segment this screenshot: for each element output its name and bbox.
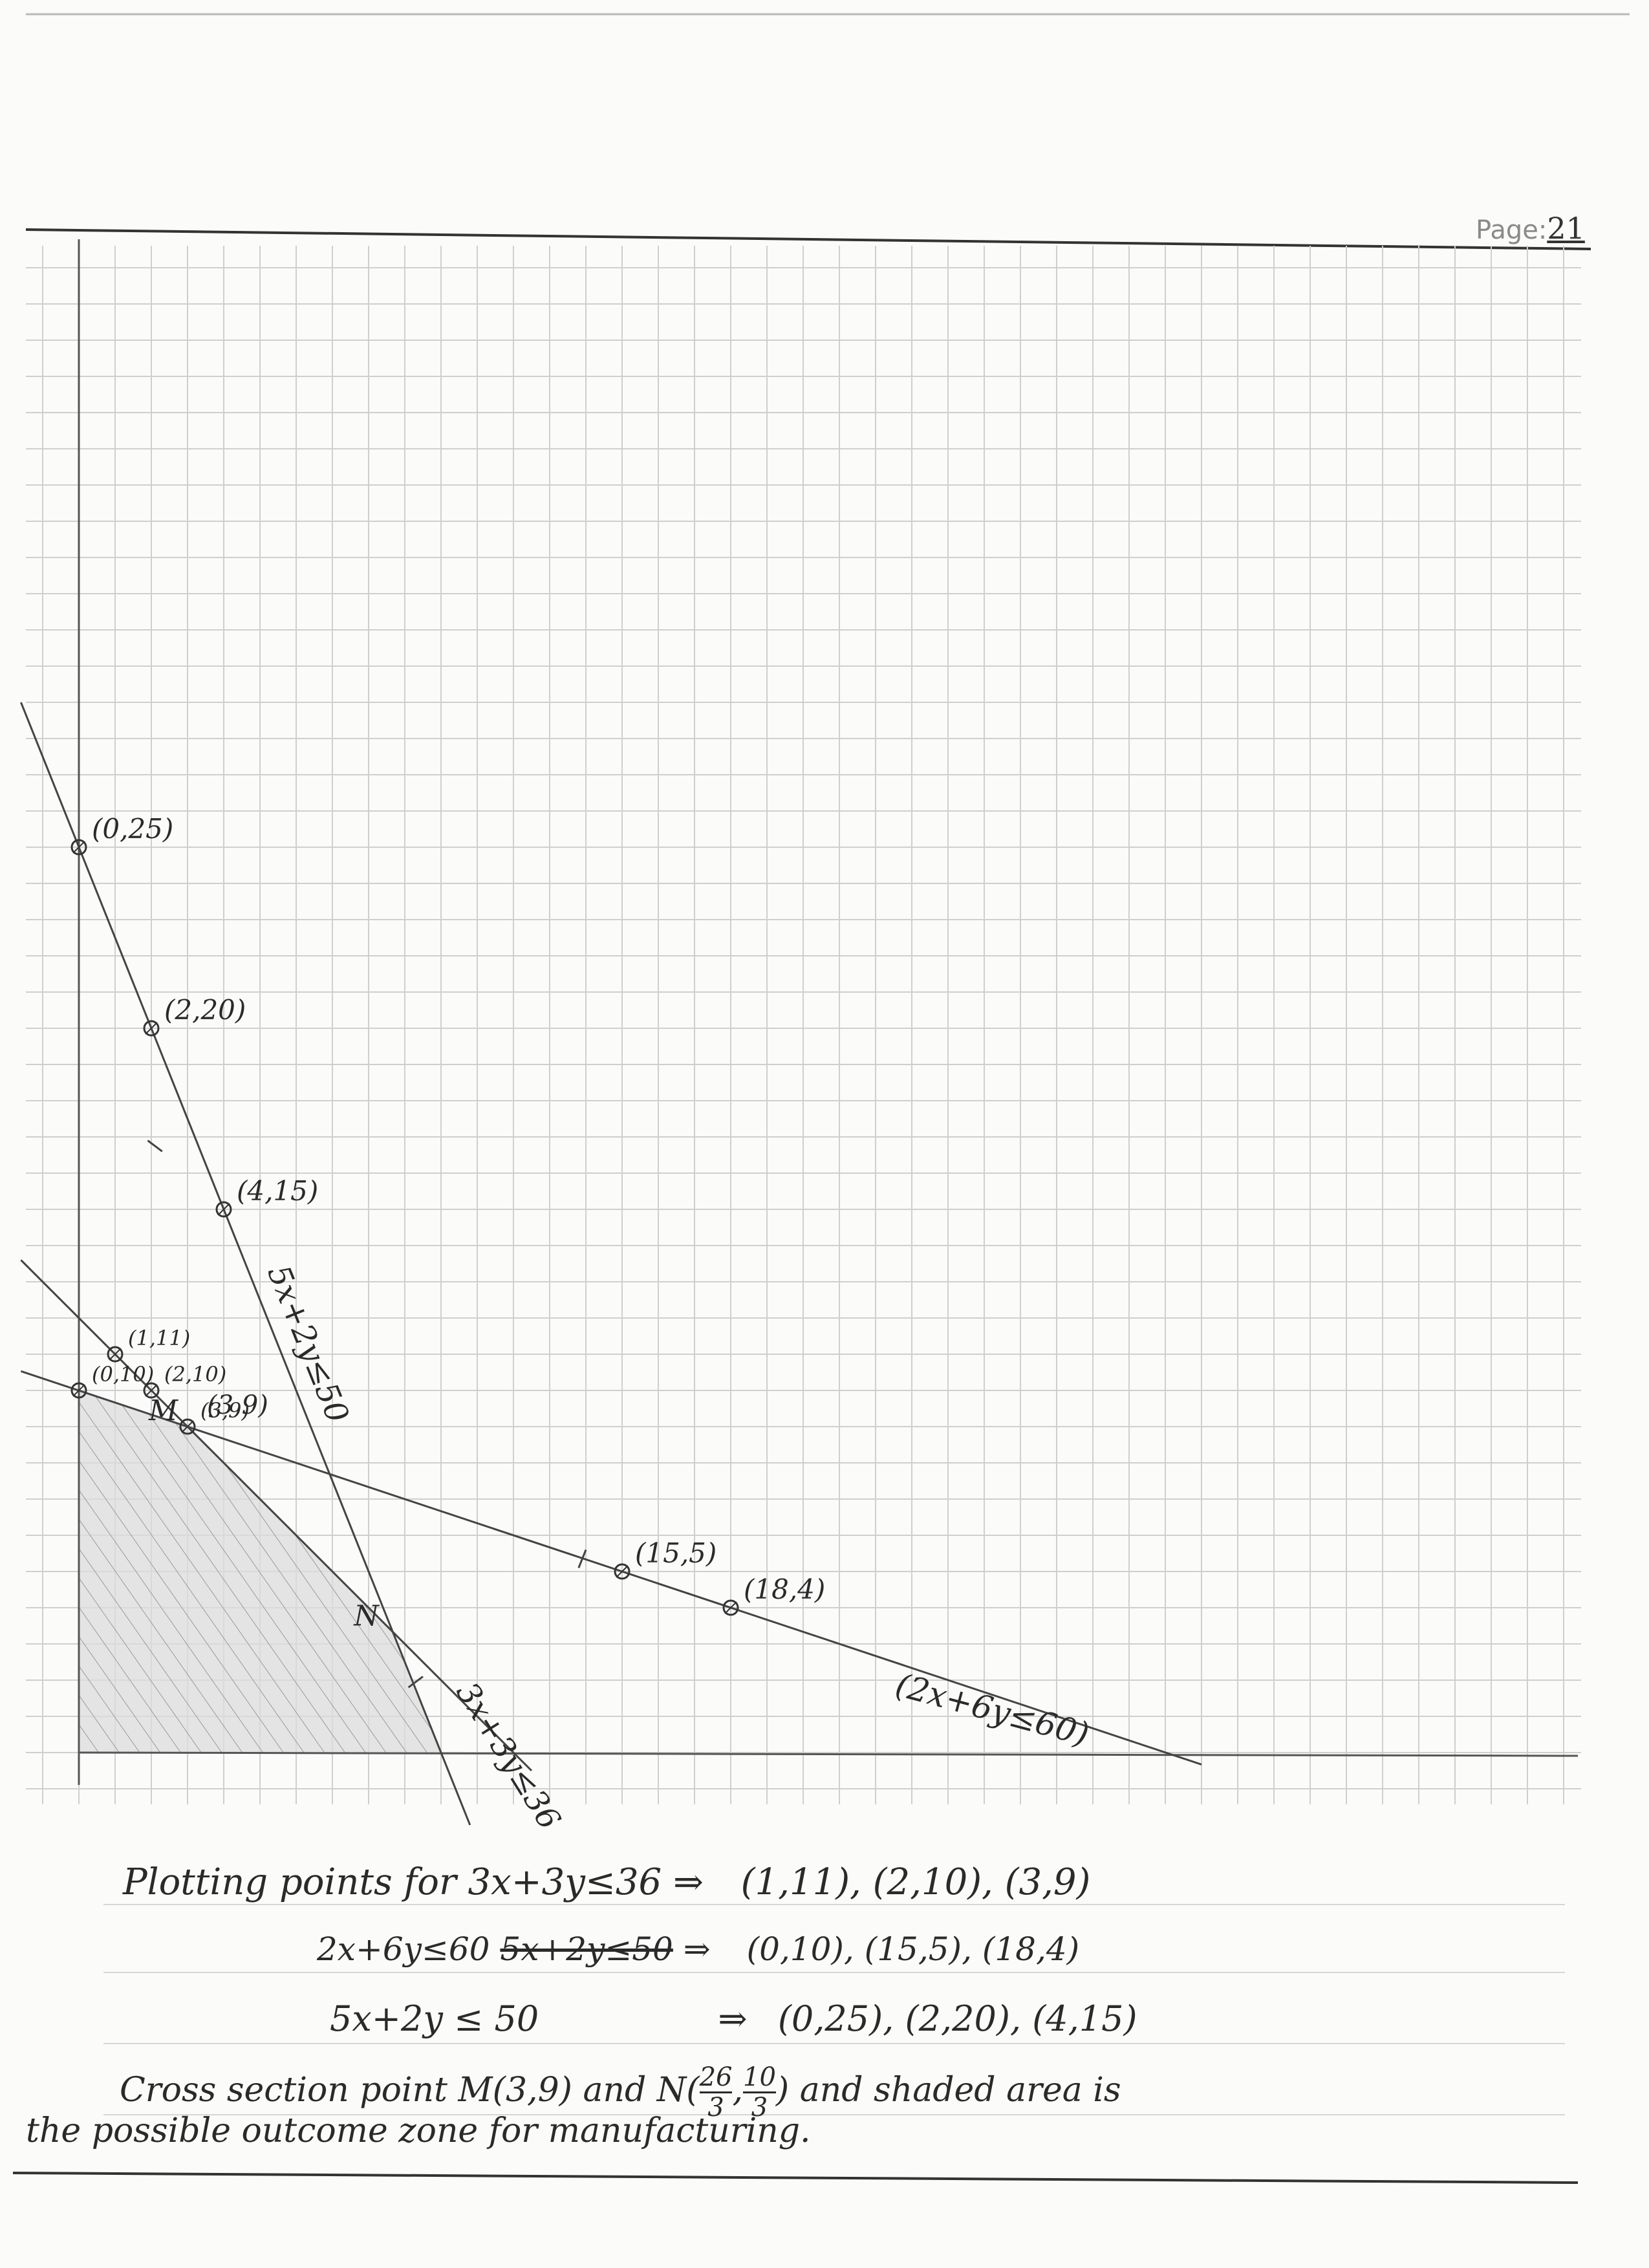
note-2-points: (0,10), (15,5), (18,4) xyxy=(746,1930,1080,1968)
plotted-point-tick xyxy=(217,1203,230,1216)
plotted-point-marker xyxy=(143,1020,160,1037)
note-line-3: 5x+2y ≤ 50 ⇒ (0,25), (2,20), (4,15) xyxy=(330,1998,1137,2039)
plotted-point-tick xyxy=(72,841,85,854)
page-footer-rule xyxy=(12,2172,1579,2184)
intersection-coord-M: (3,9) xyxy=(207,1390,268,1420)
plotted-point-tick xyxy=(616,1565,629,1578)
constraint-lines xyxy=(20,702,1202,1826)
page-number: 21 xyxy=(1547,211,1585,246)
plotted-point-marker xyxy=(143,1382,160,1399)
note-3-inequality: 5x+2y ≤ 50 xyxy=(330,1998,539,2039)
plotted-point-tick xyxy=(145,1384,158,1397)
plotted-point-marker xyxy=(70,1382,87,1399)
intersection-label-M: M xyxy=(148,1394,178,1427)
axes xyxy=(78,239,1579,1785)
plotted-point-marker xyxy=(107,1346,124,1363)
note-line-5: the possible outcome zone for manufactur… xyxy=(26,2111,811,2150)
direction-arrow xyxy=(577,1549,587,1568)
note-4-text-a: Cross section point M(3,9) and N( xyxy=(120,2071,700,2110)
point-label: (18,4) xyxy=(744,1573,825,1605)
plotted-point-marker xyxy=(614,1563,630,1580)
intersection-label-N: N xyxy=(353,1599,380,1632)
note-2-struck-inequality: 5x+2y≤50 xyxy=(500,1930,673,1968)
note-1-prefix: Plotting points for xyxy=(123,1861,457,1903)
note-2-arrow: ⇒ xyxy=(683,1930,711,1968)
plotted-point-marker xyxy=(722,1599,739,1616)
point-label: (0,10) xyxy=(92,1362,154,1387)
plotted-point-tick xyxy=(181,1420,194,1433)
note-1-inequality: 3x+3y≤36 xyxy=(468,1861,662,1903)
note-4-separator: , xyxy=(732,2071,744,2110)
feasible-region-layer xyxy=(79,1390,441,1753)
plotted-point-tick xyxy=(145,1022,158,1035)
constraint-line-1 xyxy=(20,702,471,1826)
x-axis xyxy=(78,1751,1579,1757)
point-label: (4,15) xyxy=(237,1175,318,1207)
note-1-arrow: ⇒ xyxy=(673,1861,704,1903)
note-3-points: (0,25), (2,20), (4,15) xyxy=(777,1998,1137,2039)
point-label: (15,5) xyxy=(635,1537,717,1569)
page-header-rule xyxy=(25,228,1591,250)
plotted-points xyxy=(70,839,739,1616)
note-1-points: (1,11), (2,10), (3,9) xyxy=(740,1861,1091,1903)
point-label: (2,10) xyxy=(164,1362,226,1387)
direction-arrow xyxy=(147,1139,163,1152)
point-label: (0,25) xyxy=(92,813,173,845)
point-label: (3,9) xyxy=(200,1398,250,1423)
plotted-point-tick xyxy=(109,1348,122,1361)
feasible-region-hatching xyxy=(79,1390,441,1753)
plotted-point-marker xyxy=(70,839,87,856)
note-2-inequality: 2x+6y≤60 xyxy=(317,1930,490,1968)
page-label-text: Page: xyxy=(1476,215,1547,245)
note-4-text-b: ) and shaded area is xyxy=(775,2071,1121,2110)
page-number-label: Page:21 xyxy=(1476,211,1585,246)
note-3-arrow: ⇒ xyxy=(718,1998,748,2039)
constraint-line-3 xyxy=(20,1370,1202,1766)
plotted-point-marker xyxy=(215,1201,232,1218)
plotted-point-tick xyxy=(724,1601,737,1614)
grid xyxy=(26,246,1581,1804)
plotted-point-marker xyxy=(179,1418,196,1435)
note-line-1: Plotting points for 3x+3y≤36 ⇒ (1,11), (… xyxy=(123,1861,1090,1903)
note-line-2: 2x+6y≤60 5x+2y≤50 ⇒ (0,10), (15,5), (18,… xyxy=(317,1930,1079,1968)
plotted-point-tick xyxy=(72,1384,85,1397)
direction-arrow xyxy=(407,1676,424,1689)
point-label: (2,20) xyxy=(164,994,246,1026)
point-label: (1,11) xyxy=(128,1326,190,1350)
constraint-line-2 xyxy=(20,1259,533,1772)
